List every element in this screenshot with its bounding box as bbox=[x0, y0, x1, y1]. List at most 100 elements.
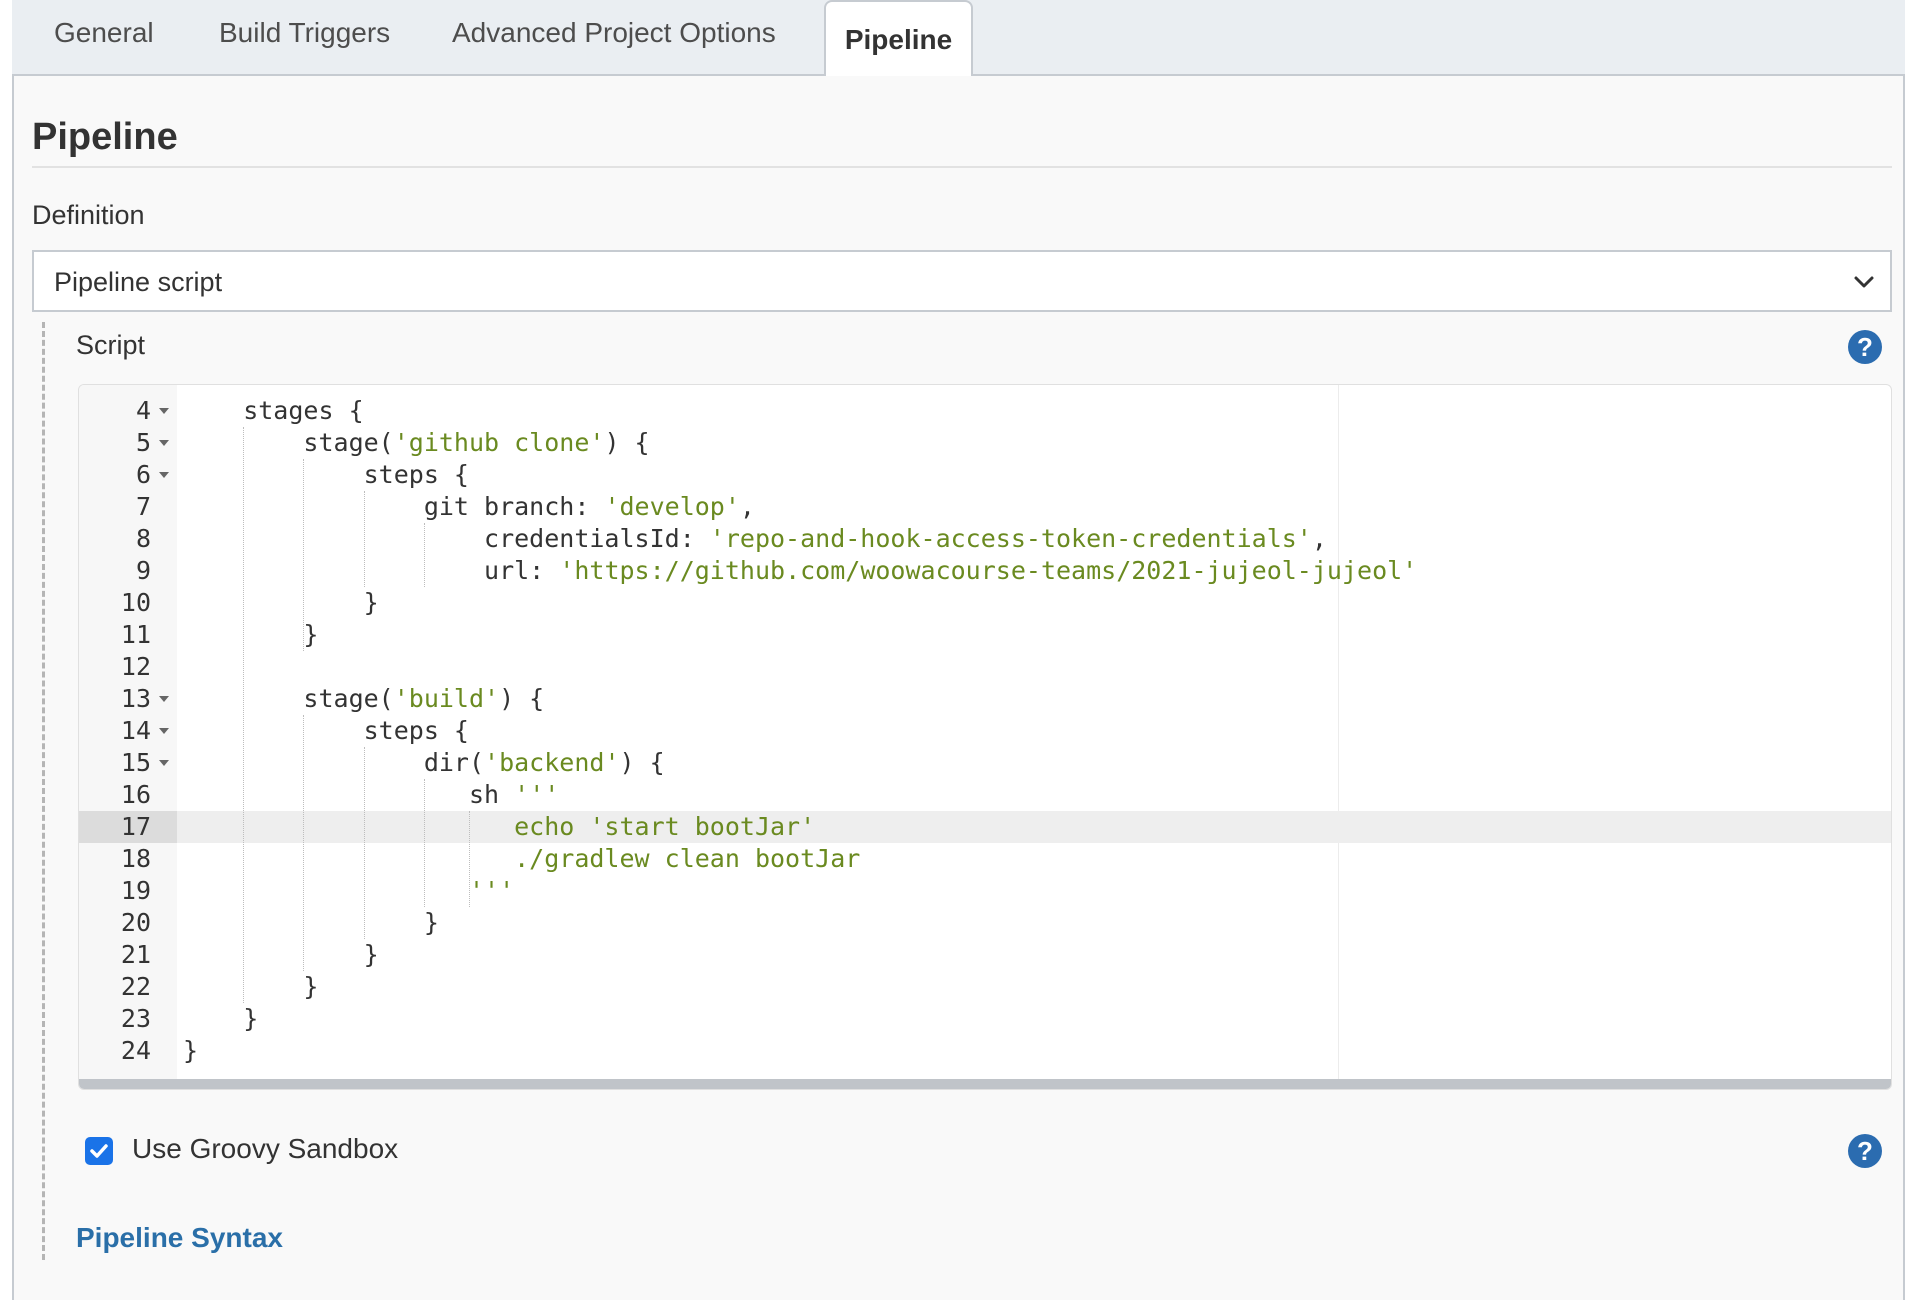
line-number: 4 bbox=[135, 396, 151, 425]
section-title: Pipeline bbox=[32, 116, 178, 158]
code-text: } bbox=[183, 1004, 259, 1033]
line-number: 18 bbox=[120, 844, 151, 873]
line-number-gutter bbox=[79, 385, 177, 1089]
code-text: git branch: 'develop', bbox=[183, 492, 755, 521]
indent-guide bbox=[468, 811, 470, 907]
code-text: stage('build') { bbox=[183, 684, 545, 713]
question-circle-icon[interactable]: ? bbox=[1848, 330, 1882, 364]
definition-label: Definition bbox=[32, 200, 145, 230]
code-text: } bbox=[183, 1036, 199, 1065]
code-line[interactable]: 22 } bbox=[79, 971, 1891, 1003]
script-label: Script bbox=[76, 330, 146, 360]
code-line[interactable]: 20 } bbox=[79, 907, 1891, 939]
fold-arrow-icon[interactable] bbox=[159, 760, 169, 766]
code-line[interactable]: 10 } bbox=[79, 587, 1891, 619]
code-line[interactable]: 24} bbox=[79, 1035, 1891, 1067]
fold-arrow-icon[interactable] bbox=[159, 696, 169, 702]
code-line[interactable]: 16 sh ''' bbox=[79, 779, 1891, 811]
code-line[interactable]: 6 steps { bbox=[79, 459, 1891, 491]
code-line[interactable]: 8 credentialsId: 'repo-and-hook-access-t… bbox=[79, 523, 1891, 555]
code-line[interactable]: 11 } bbox=[79, 619, 1891, 651]
code-line[interactable]: 7 git branch: 'develop', bbox=[79, 491, 1891, 523]
line-number: 5 bbox=[135, 428, 151, 457]
line-number: 13 bbox=[120, 684, 151, 713]
groovy-sandbox-checkbox[interactable] bbox=[85, 1137, 113, 1165]
definition-select[interactable]: Pipeline script bbox=[32, 250, 1892, 312]
line-number: 6 bbox=[135, 460, 151, 489]
script-editor[interactable]: 4 stages {5 stage('github clone') {6 ste… bbox=[78, 384, 1892, 1090]
code-line[interactable]: 5 stage('github clone') { bbox=[79, 427, 1891, 459]
pipeline-syntax-link[interactable]: Pipeline Syntax bbox=[76, 1222, 283, 1253]
indent-guide bbox=[423, 523, 425, 587]
code-text: ./gradlew clean bootJar bbox=[183, 844, 861, 873]
line-number: 14 bbox=[120, 716, 151, 745]
definition-select-value: Pipeline script bbox=[54, 267, 223, 297]
code-text: steps { bbox=[183, 460, 469, 489]
code-text: url: 'https://github.com/woowacourse-tea… bbox=[183, 556, 1418, 585]
line-number: 20 bbox=[120, 908, 151, 937]
tab-advanced-project-options[interactable]: Advanced Project Options bbox=[452, 17, 776, 48]
horizontal-scrollbar[interactable] bbox=[79, 1079, 1891, 1089]
code-text: echo 'start bootJar' bbox=[183, 812, 816, 841]
indent-guide bbox=[303, 715, 305, 971]
code-text: stages { bbox=[183, 396, 364, 425]
line-number: 9 bbox=[135, 556, 151, 585]
fold-arrow-icon[interactable] bbox=[159, 472, 169, 478]
code-line[interactable]: 18 ./gradlew clean bootJar bbox=[79, 843, 1891, 875]
print-margin bbox=[1338, 385, 1339, 1089]
code-line[interactable]: 23 } bbox=[79, 1003, 1891, 1035]
indent-guide bbox=[423, 779, 425, 907]
code-line[interactable]: 13 stage('build') { bbox=[79, 683, 1891, 715]
line-number: 12 bbox=[120, 652, 151, 681]
code-line[interactable]: 4 stages { bbox=[79, 395, 1891, 427]
code-text: } bbox=[183, 940, 379, 969]
indent-guide bbox=[363, 747, 365, 939]
fold-arrow-icon[interactable] bbox=[159, 440, 169, 446]
code-text: credentialsId: 'repo-and-hook-access-tok… bbox=[183, 524, 1327, 553]
checkmark-icon bbox=[90, 1144, 108, 1158]
line-number: 10 bbox=[120, 588, 151, 617]
line-number: 15 bbox=[120, 748, 151, 777]
chevron-down-icon bbox=[1854, 276, 1874, 288]
code-text: } bbox=[183, 588, 379, 617]
code-text: } bbox=[183, 620, 319, 649]
line-number: 19 bbox=[120, 876, 151, 905]
indent-guide bbox=[303, 459, 305, 651]
line-number: 24 bbox=[120, 1036, 151, 1065]
question-circle-icon[interactable]: ? bbox=[1848, 1134, 1882, 1168]
indent-guide bbox=[363, 491, 365, 587]
tab-bar: General Build Triggers Advanced Project … bbox=[12, 0, 1905, 76]
fold-arrow-icon[interactable] bbox=[159, 728, 169, 734]
code-text: } bbox=[183, 908, 439, 937]
line-number: 23 bbox=[120, 1004, 151, 1033]
line-number: 21 bbox=[120, 940, 151, 969]
groovy-sandbox-label: Use Groovy Sandbox bbox=[132, 1133, 399, 1164]
code-text: ''' bbox=[183, 876, 515, 905]
line-number: 22 bbox=[120, 972, 151, 1001]
fold-arrow-icon[interactable] bbox=[159, 408, 169, 414]
line-number: 7 bbox=[135, 492, 151, 521]
code-line[interactable]: 15 dir('backend') { bbox=[79, 747, 1891, 779]
line-number: 17 bbox=[79, 811, 177, 843]
code-text: } bbox=[183, 972, 319, 1001]
code-text: dir('backend') { bbox=[183, 748, 665, 777]
indent-guide bbox=[243, 427, 245, 1003]
code-line[interactable]: 19 ''' bbox=[79, 875, 1891, 907]
section-divider bbox=[32, 166, 1892, 168]
line-number: 16 bbox=[120, 780, 151, 809]
nested-block-indicator bbox=[42, 322, 45, 1260]
code-line[interactable]: 21 } bbox=[79, 939, 1891, 971]
code-text: sh ''' bbox=[183, 780, 560, 809]
code-line[interactable]: 17 echo 'start bootJar' bbox=[79, 811, 1891, 843]
line-number: 11 bbox=[120, 620, 151, 649]
tab-pipeline[interactable]: Pipeline bbox=[824, 0, 973, 76]
code-line[interactable]: 9 url: 'https://github.com/woowacourse-t… bbox=[79, 555, 1891, 587]
code-text: steps { bbox=[183, 716, 469, 745]
code-line[interactable]: 14 steps { bbox=[79, 715, 1891, 747]
code-text: stage('github clone') { bbox=[183, 428, 650, 457]
tab-general[interactable]: General bbox=[54, 17, 154, 48]
tab-build-triggers[interactable]: Build Triggers bbox=[219, 17, 391, 48]
line-number: 8 bbox=[135, 524, 151, 553]
pipeline-panel: Pipeline Definition Pipeline script Scri… bbox=[12, 76, 1905, 1300]
code-line[interactable]: 12 bbox=[79, 651, 1891, 683]
